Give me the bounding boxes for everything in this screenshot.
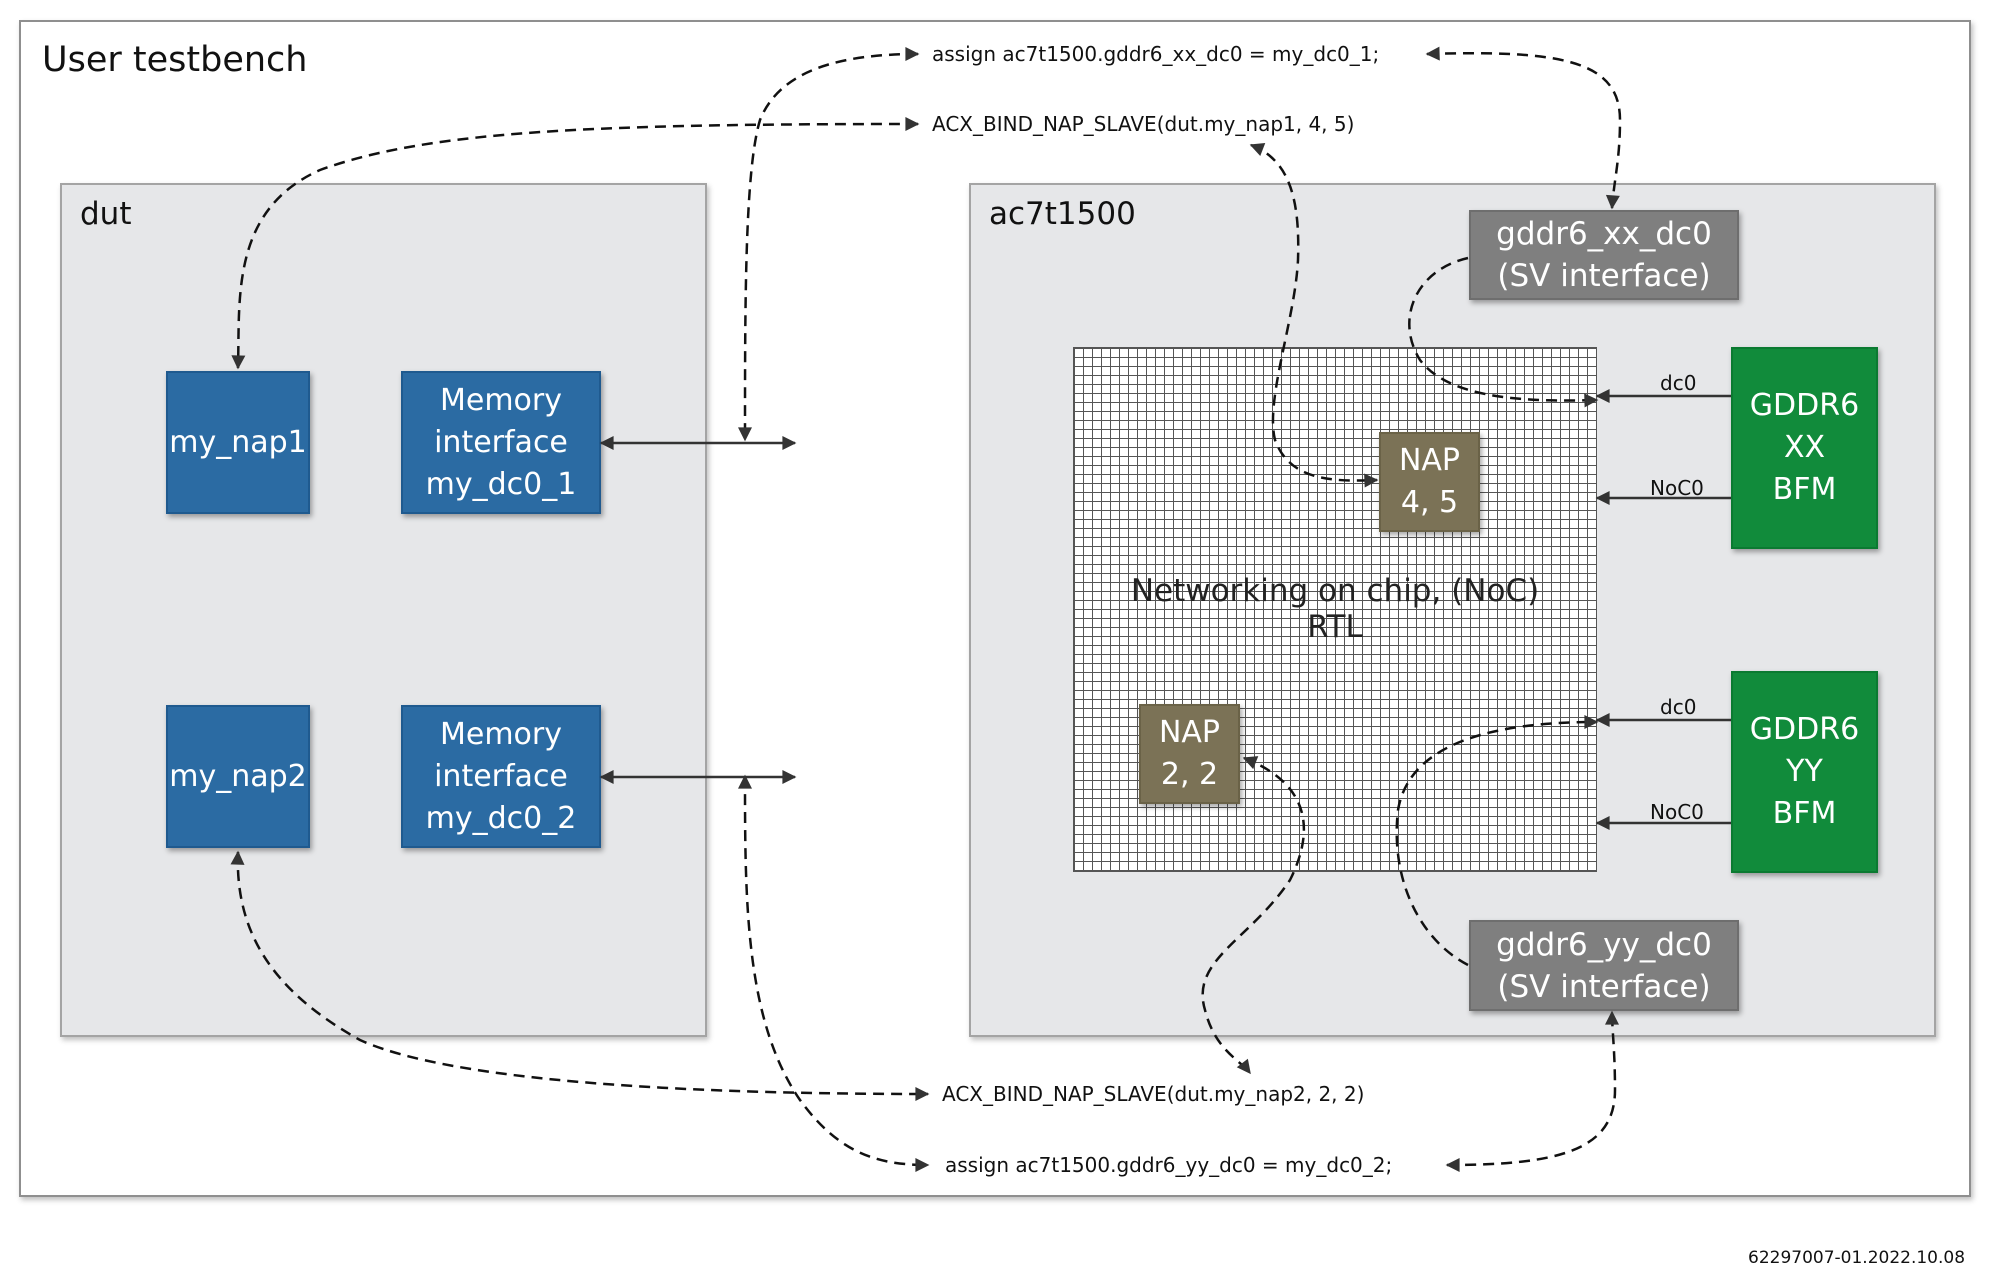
- mem2-line-2: interface: [434, 758, 568, 794]
- figure-id: 62297007-01.2022.10.08: [1748, 1248, 1966, 1268]
- nap22-line-2: 2, 2: [1160, 757, 1219, 792]
- ac7t1500-title: ac7t1500: [989, 196, 1136, 232]
- nap22-line-1: NAP: [1158, 715, 1221, 750]
- bfm-xx-line-2: XX: [1783, 430, 1826, 465]
- xx-noc0-port-label: NoC0: [1650, 476, 1704, 500]
- yy-dc0-port-label: dc0: [1660, 695, 1697, 719]
- memory-interface-dc0-2-block: Memory interface my_dc0_2: [401, 705, 601, 848]
- mem2-line-3: my_dc0_2: [425, 800, 577, 836]
- user-testbench-title: User testbench: [42, 40, 308, 80]
- memory-interface-dc0-1-block: Memory interface my_dc0_1: [401, 371, 601, 514]
- mem1-line-1: Memory: [439, 382, 562, 418]
- dut-title: dut: [80, 196, 132, 232]
- sv-yy-line-2: (SV interface): [1497, 968, 1711, 1005]
- sv-yy-line-1: gddr6_yy_dc0: [1496, 926, 1712, 963]
- nap-4-5-block: NAP 4, 5: [1379, 432, 1480, 532]
- nap45-line-2: 4, 5: [1400, 485, 1459, 520]
- bfm-xx-line-3: BFM: [1772, 472, 1837, 507]
- mem2-line-1: Memory: [439, 716, 562, 752]
- bfm-yy-line-2: YY: [1786, 754, 1823, 789]
- dut-group: [60, 183, 707, 1037]
- assign-xx-statement: assign ac7t1500.gddr6_xx_dc0 = my_dc0_1;: [932, 42, 1380, 66]
- noc-label-line-2: RTL: [1307, 608, 1363, 645]
- gddr6-yy-dc0-sv-interface: gddr6_yy_dc0 (SV interface): [1469, 920, 1739, 1011]
- bfm-xx-line-1: GDDR6: [1749, 388, 1860, 423]
- my-nap1-block: my_nap1: [166, 371, 310, 514]
- noc-label: Networking on chip, (NoC) RTL: [1073, 573, 1597, 645]
- sv-xx-line-2: (SV interface): [1497, 258, 1711, 294]
- bfm-yy-line-1: GDDR6: [1749, 712, 1860, 747]
- yy-noc0-port-label: NoC0: [1650, 800, 1704, 824]
- nap45-line-1: NAP: [1398, 443, 1461, 478]
- xx-dc0-port-label: dc0: [1660, 371, 1697, 395]
- my-nap2-label: my_nap2: [169, 759, 307, 794]
- gddr6-yy-bfm-block: GDDR6 YY BFM: [1731, 671, 1878, 873]
- bind-nap1-statement: ACX_BIND_NAP_SLAVE(dut.my_nap1, 4, 5): [932, 112, 1355, 136]
- bind-nap2-statement: ACX_BIND_NAP_SLAVE(dut.my_nap2, 2, 2): [942, 1082, 1365, 1106]
- mem1-line-3: my_dc0_1: [425, 466, 577, 502]
- mem1-line-2: interface: [434, 424, 568, 460]
- sv-xx-line-1: gddr6_xx_dc0: [1496, 216, 1712, 252]
- gddr6-xx-bfm-block: GDDR6 XX BFM: [1731, 347, 1878, 549]
- my-nap1-label: my_nap1: [169, 425, 307, 460]
- my-nap2-block: my_nap2: [166, 705, 310, 848]
- gddr6-xx-dc0-sv-interface: gddr6_xx_dc0 (SV interface): [1469, 210, 1739, 300]
- bfm-yy-line-3: BFM: [1772, 796, 1837, 831]
- assign-yy-statement: assign ac7t1500.gddr6_yy_dc0 = my_dc0_2;: [945, 1153, 1393, 1177]
- noc-label-line-1: Networking on chip, (NoC): [1130, 573, 1540, 609]
- nap-2-2-block: NAP 2, 2: [1139, 704, 1240, 804]
